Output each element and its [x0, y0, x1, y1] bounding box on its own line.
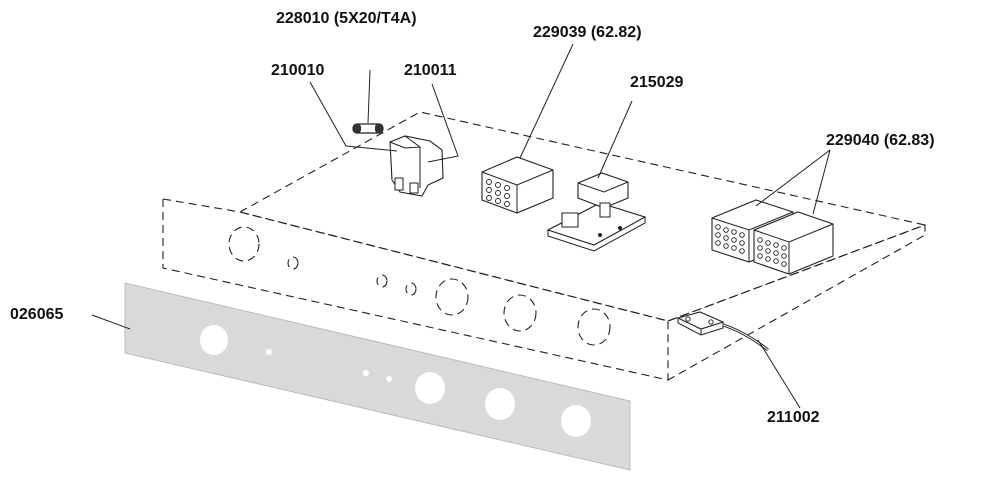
front-panel-leader	[91, 314, 131, 330]
label-relay-small: 229039 (62.82)	[533, 24, 642, 41]
label-fuse-holder-right: 210011	[404, 62, 457, 79]
label-pcb: 215029	[630, 74, 684, 91]
label-sensor: 211002	[767, 409, 820, 426]
fuse-holder-part	[309, 81, 459, 197]
chassis-outline	[162, 111, 927, 381]
sensor-211002-part	[676, 311, 801, 409]
label-front-panel: 026065	[10, 306, 64, 323]
label-fuse: 228010 (5X20/T4A)	[276, 10, 417, 27]
relay-229040-part	[711, 149, 834, 275]
front-panel-plate	[124, 282, 631, 471]
pcb-215029-part	[546, 100, 647, 252]
fuse-part	[352, 69, 384, 134]
relay-229039-part	[481, 43, 574, 214]
label-relays-pair: 229040 (62.83)	[826, 132, 935, 149]
label-fuse-holder-left: 210010	[271, 62, 325, 79]
